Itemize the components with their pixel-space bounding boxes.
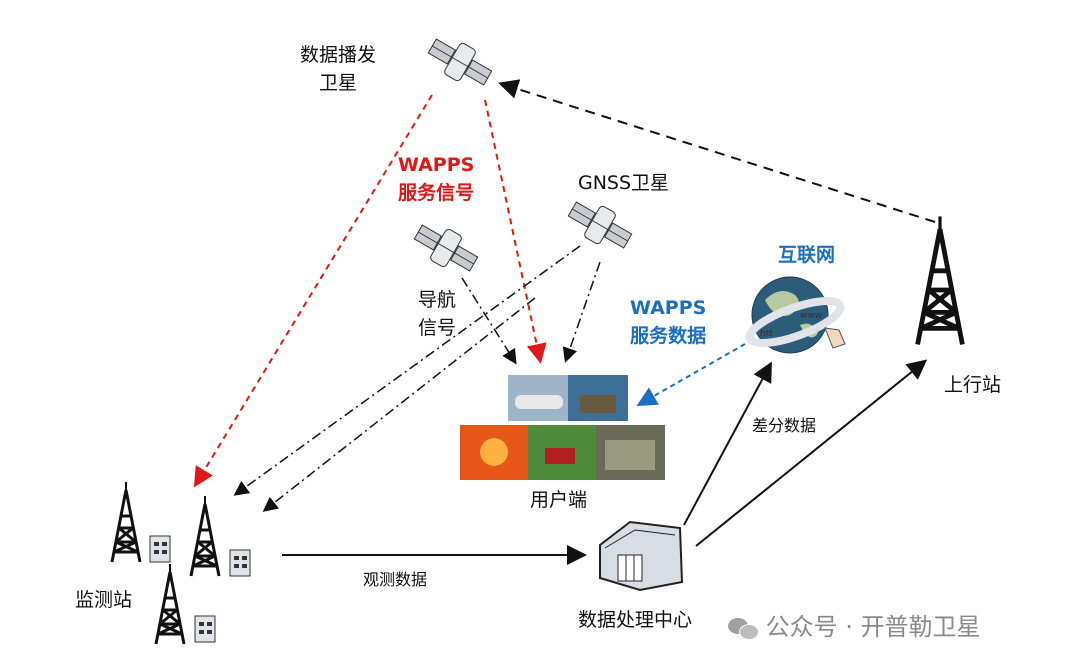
- globe-text-htt: htt: [760, 329, 773, 339]
- uplink-tower-icon: [918, 216, 963, 344]
- user-terminal-label: 用户端: [530, 489, 588, 511]
- globe-text-www: www: [800, 311, 822, 321]
- nav-signal-label: 导航信号: [418, 289, 457, 339]
- data-center-label: 数据处理中心: [578, 609, 693, 631]
- arrow-center-to-uplink: [695, 359, 928, 547]
- arrow-uplink-to-broadcast: [498, 79, 936, 223]
- arrow-gnss-to-monitor: [262, 297, 536, 512]
- monitor-station-icons: [110, 480, 251, 646]
- user-terminal-images: [460, 375, 665, 480]
- data-center-icon: [599, 520, 684, 592]
- arrow-internet-to-user: [636, 343, 746, 406]
- wechat-icon: [728, 616, 759, 640]
- gnss-satellite-icon: [567, 201, 633, 249]
- monitor-station-label: 监测站: [75, 589, 133, 611]
- arrow-broadcast-to-user: [484, 99, 547, 364]
- broadcast-satellite-icon: [427, 38, 493, 86]
- internet-label: 互联网: [778, 244, 836, 266]
- arrow-center-to-internet: [683, 361, 772, 526]
- navigation-satellite-icon: [413, 224, 479, 272]
- internet-globe-icon: htt www: [745, 276, 846, 354]
- watermark-prefix: 公众号: [765, 613, 838, 641]
- broadcast-satellite-label: 数据播发卫星: [300, 44, 377, 94]
- gnss-satellite-label: GNSS卫星: [578, 172, 670, 194]
- differential-data-label: 差分数据: [752, 416, 817, 435]
- arrow-gnss-to-user: [562, 261, 601, 363]
- watermark-dot: ·: [845, 613, 853, 641]
- watermark-name: 开普勒卫星: [860, 613, 981, 641]
- uplink-station-label: 上行站: [944, 374, 1002, 396]
- observation-data-label: 观测数据: [363, 570, 428, 589]
- watermark: 公众号 · 开普勒卫星: [728, 607, 981, 642]
- arrow-nav-to-user: [461, 277, 517, 365]
- arrow-broadcast-to-monitor: [193, 94, 433, 488]
